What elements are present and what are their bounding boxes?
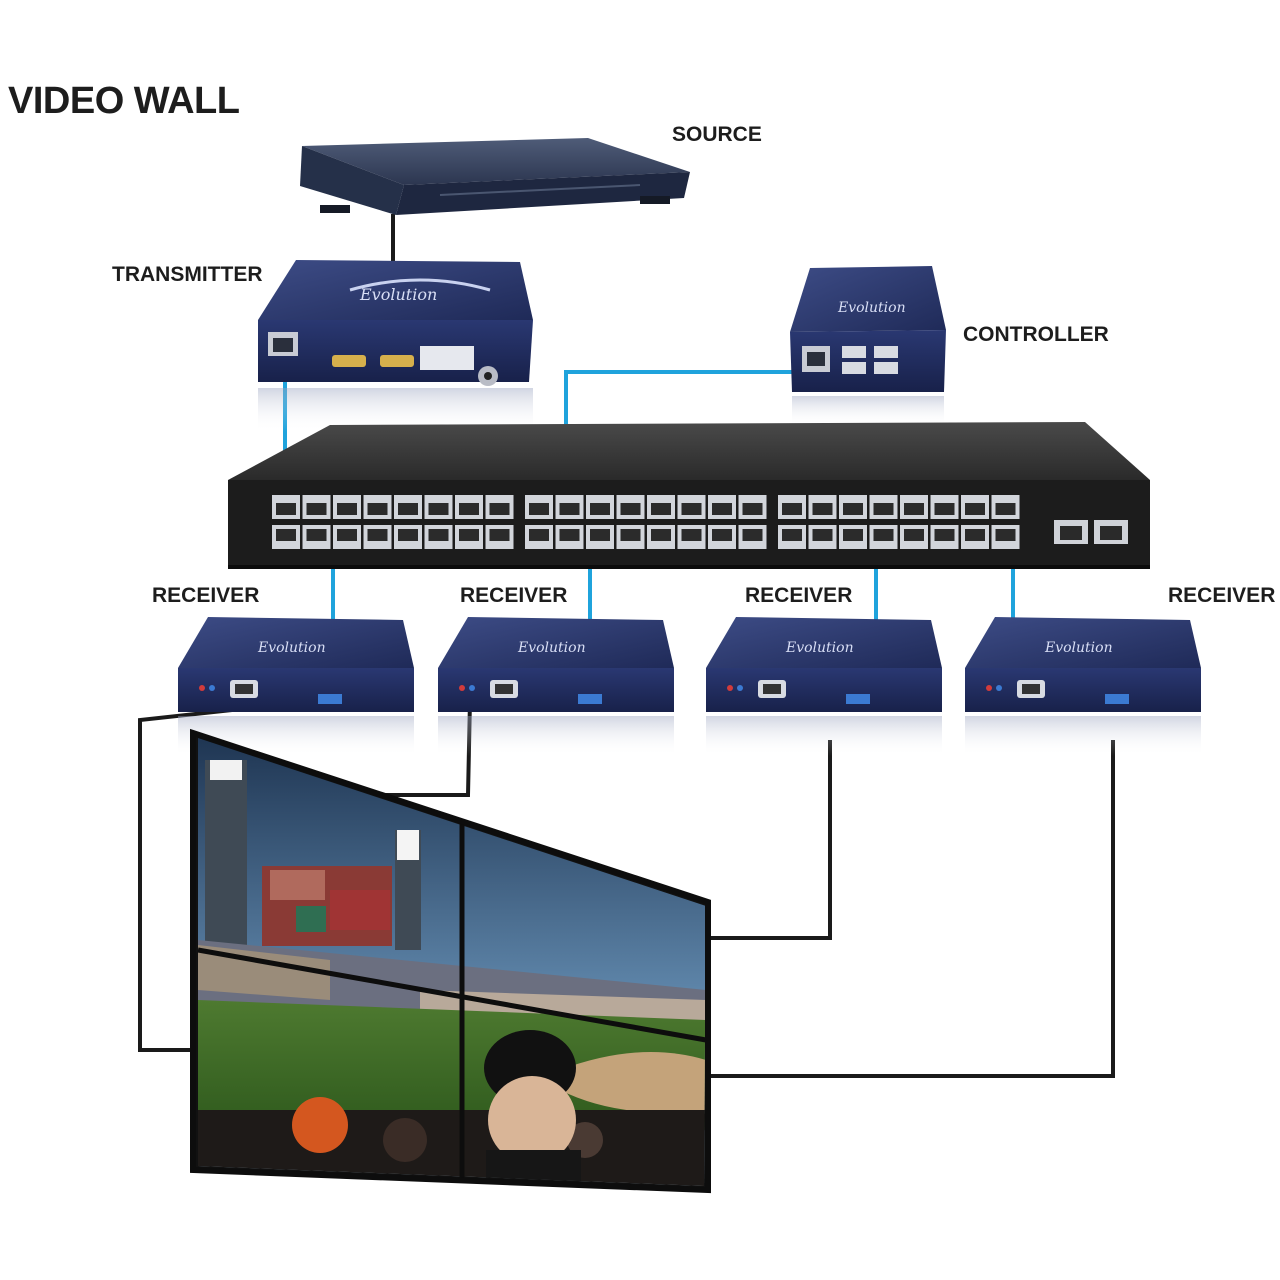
receivers: Evolution Evolution Evolution Evolution [178,617,1201,756]
switch-port-socket [590,503,610,515]
svg-text:Evolution: Evolution [837,300,906,316]
switch-port-socket [529,529,549,541]
receiver-icon: Evolution [965,617,1201,756]
switch-port-socket [965,529,985,541]
switch-port-socket [398,503,418,515]
switch-port-socket [276,503,296,515]
diagram-title: VIDEO WALL [8,80,240,122]
switch-port-socket [873,503,894,515]
switch-port-socket [904,503,924,515]
switch-port-socket [276,529,296,541]
switch-port-socket [965,503,985,515]
switch-port-socket [995,529,1016,541]
switch-port-socket [337,529,357,541]
receiver-label-4: RECEIVER [1168,584,1276,607]
switch-port-socket [904,529,924,541]
switch-port-socket [651,503,671,515]
switch-port-socket [367,529,388,541]
switch-port-socket [306,529,327,541]
switch-port-socket [337,503,357,515]
switch-port-socket [398,529,418,541]
source-label: SOURCE [672,123,762,146]
receiver-icon: Evolution [438,617,674,756]
switch-port-socket [428,529,449,541]
switch-port-socket [843,529,863,541]
switch-port-socket [742,529,763,541]
transmitter-label: TRANSMITTER [112,263,263,286]
switch-port-socket [742,503,763,515]
cable-receiver-3-wall [705,740,832,940]
receiver-icon: Evolution [178,617,414,756]
receiver-label-3: RECEIVER [745,584,853,607]
switch-port-socket [590,529,610,541]
cable-receiver-4-wall [705,740,1115,1078]
switch-port-socket [934,529,955,541]
switch-port-socket [651,529,671,541]
switch-port-socket [843,503,863,515]
switch-port-socket [812,529,833,541]
switch-port-socket [712,503,732,515]
controller-icon: Evolution [790,266,946,426]
switch-port-socket [812,503,833,515]
svg-text:Evolution: Evolution [785,640,854,656]
switch-icon [228,422,1150,569]
switch-port-socket [559,503,580,515]
switch-port-socket [559,529,580,541]
transmitter-icon: Evolution [258,260,533,432]
video-wall-icon [190,728,711,1194]
receiver-label-2: RECEIVER [460,584,568,607]
receiver-icon: Evolution [706,617,942,756]
controller-label: CONTROLLER [963,323,1109,346]
switch-port-socket [367,503,388,515]
source-player-icon [300,138,690,215]
svg-text:Evolution: Evolution [517,640,586,656]
switch-port-socket [459,529,479,541]
switch-port-socket [873,529,894,541]
switch-port-socket [620,503,641,515]
switch-port-socket [712,529,732,541]
switch-port-socket [934,503,955,515]
cable-receiver-1-wall [138,708,233,1052]
switch-port-socket [489,503,510,515]
switch-port-socket [681,529,702,541]
svg-text:Evolution: Evolution [1044,640,1113,656]
cable-switch-controller [564,370,792,428]
switch-port-socket [995,503,1016,515]
svg-text:Evolution: Evolution [359,285,437,304]
switch-port-socket [529,503,549,515]
svg-text:Evolution: Evolution [257,640,326,656]
receiver-label-1: RECEIVER [152,584,260,607]
switch-port-socket [459,503,479,515]
switch-port-socket [782,529,802,541]
switch-port-socket [782,503,802,515]
switch-port-socket [428,503,449,515]
switch-port-socket [620,529,641,541]
switch-port-socket [681,503,702,515]
switch-port-socket [489,529,510,541]
switch-port-socket [306,503,327,515]
switch-ports [272,495,1020,549]
